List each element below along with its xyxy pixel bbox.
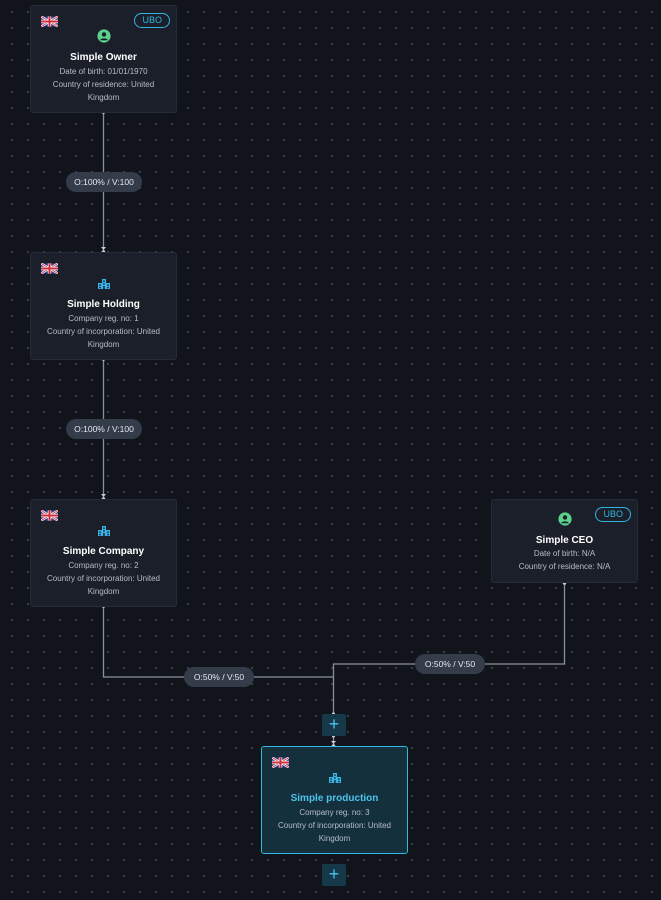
node-reg-no: Company reg. no: 2	[68, 561, 139, 570]
uk-flag-icon	[41, 263, 58, 274]
person-icon	[96, 29, 111, 43]
arrow-production	[331, 741, 336, 744]
node-date-of-birth: Date of birth: N/A	[533, 549, 596, 558]
building-icon	[97, 279, 110, 289]
node-title: Simple Holding	[67, 299, 140, 310]
uk-flag-icon	[41, 16, 58, 27]
uk-flag-icon	[272, 757, 289, 768]
node-title: Simple Company	[62, 546, 145, 557]
node-simple-production[interactable]: Simple production Company reg. no: 3 Cou…	[261, 746, 408, 854]
node-country: Country of incorporation: United Kingdom	[47, 574, 160, 596]
node-country: Country of residence: N/A	[518, 562, 611, 571]
node-simple-company[interactable]: Simple Company Company reg. no: 2 Countr…	[30, 499, 177, 607]
edge-label-company-production[interactable]: O:50% / V:50	[184, 667, 254, 687]
node-reg-no: Company reg. no: 3	[299, 808, 370, 817]
building-icon	[97, 526, 110, 536]
building-icon	[328, 773, 341, 783]
plus-icon: +	[328, 714, 340, 734]
edge-label-ceo-production[interactable]: O:50% / V:50	[415, 654, 485, 674]
add-child-button[interactable]: +	[322, 864, 346, 886]
node-country: Country of incorporation: United Kingdom	[278, 821, 391, 843]
edge-label-holding-company[interactable]: O:100% / V:100	[66, 419, 142, 439]
person-icon	[557, 512, 572, 526]
edge-label-owner-holding[interactable]: O:100% / V:100	[66, 172, 142, 192]
arrow-company	[101, 494, 106, 497]
node-title: Simple production	[290, 793, 379, 804]
node-title: Simple Owner	[70, 52, 137, 63]
arrow-holding	[101, 247, 106, 250]
node-country: Country of incorporation: United Kingdom	[47, 327, 160, 349]
node-date-of-birth: Date of birth: 01/01/1970	[59, 67, 148, 76]
add-node-button[interactable]: +	[322, 714, 346, 736]
node-reg-no: Company reg. no: 1	[68, 314, 139, 323]
node-title: Simple CEO	[535, 535, 594, 546]
ubo-badge: UBO	[595, 507, 631, 522]
edge-company-production	[102, 606, 335, 714]
uk-flag-icon	[41, 510, 58, 521]
ubo-badge: UBO	[134, 13, 170, 28]
node-simple-ceo[interactable]: UBO Simple CEO Date of birth: N/A Countr…	[491, 499, 638, 583]
plus-icon: +	[328, 864, 340, 884]
node-simple-owner[interactable]: UBO Simple Owner Date of birth: 01/01/19…	[30, 5, 177, 113]
node-country: Country of residence: United Kingdom	[52, 80, 155, 102]
node-simple-holding[interactable]: Simple Holding Company reg. no: 1 Countr…	[30, 252, 177, 360]
